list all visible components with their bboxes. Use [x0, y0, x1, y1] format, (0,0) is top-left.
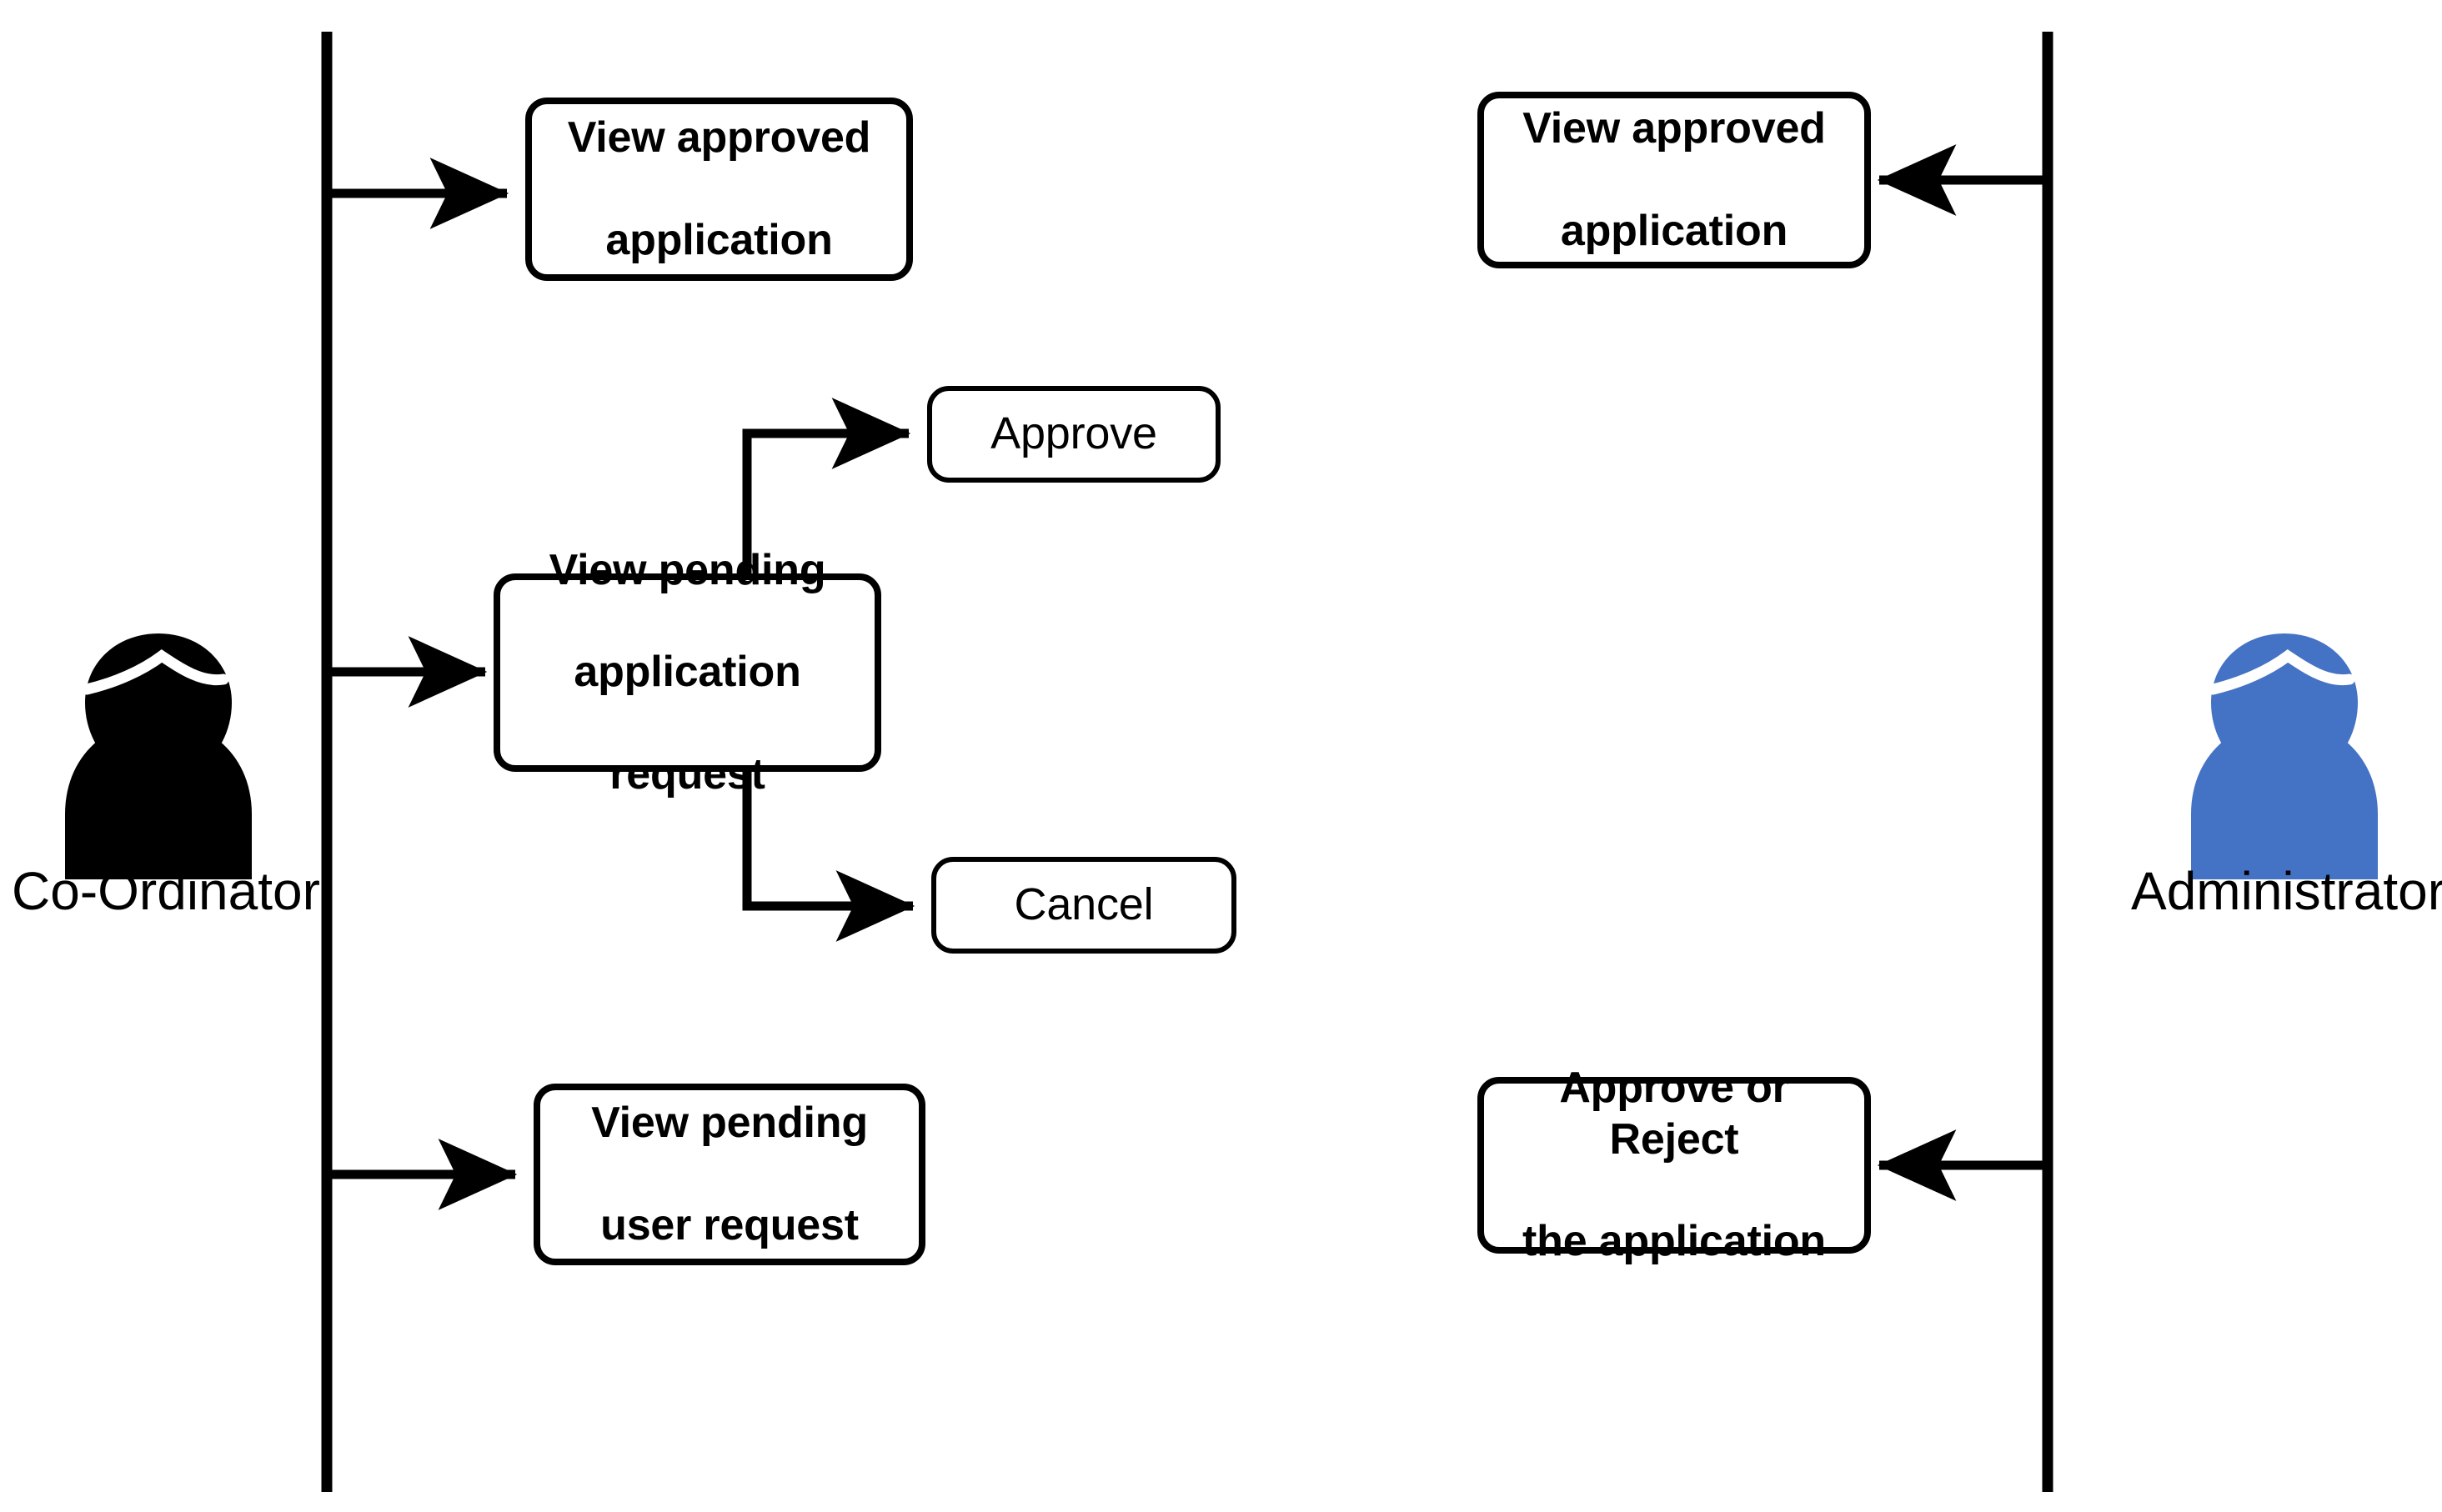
- edge-pending-to-approve: [742, 398, 911, 583]
- edge-pending-to-cancel: [742, 759, 915, 942]
- administrator-label: Administrator: [2131, 861, 2442, 921]
- node-approve[interactable]: Approve: [927, 386, 1221, 483]
- coordinator-label: Co-Ordinator: [12, 861, 320, 921]
- node-label: Approve: [990, 408, 1157, 459]
- node-label: Cancel: [1014, 879, 1154, 930]
- node-cancel[interactable]: Cancel: [931, 857, 1236, 954]
